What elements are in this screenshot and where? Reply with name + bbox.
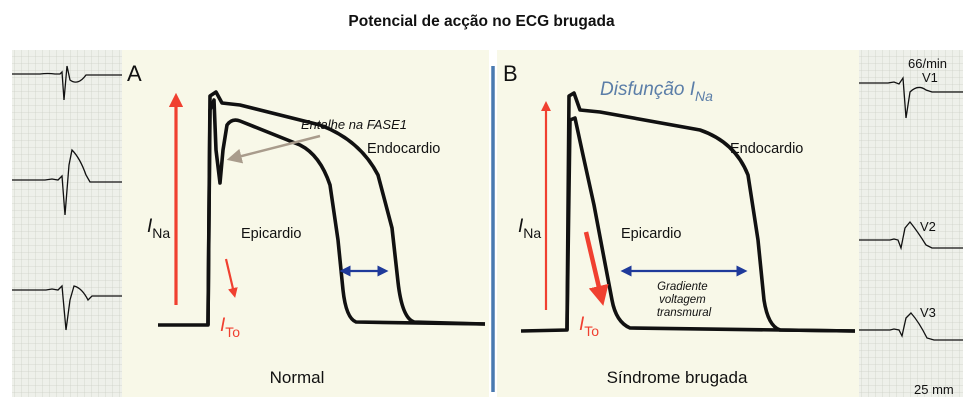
epicardio-label-a: Epicardio [241, 226, 301, 242]
epicardio-label-b: Epicardio [621, 226, 681, 242]
lead-v3-label: V3 [920, 305, 936, 320]
endocardium-ap-curve-b [520, 91, 856, 333]
lead-v1-label: V1 [922, 70, 938, 85]
panel-b-background [497, 50, 859, 397]
ito-arrow-b [583, 231, 609, 306]
ina-label-a: INa [147, 216, 170, 241]
panel-a-background [122, 50, 489, 397]
ito-label-b: ITo [579, 314, 599, 339]
endocardio-label-b: Endocardio [730, 141, 803, 157]
ina-label-b: INa [518, 216, 541, 241]
callout-phase1-notch: Entalhe na FASE1 [301, 117, 407, 132]
ito-arrow-a [224, 258, 238, 298]
lead-v2-label: V2 [920, 219, 936, 234]
ecg-trace-v3 [859, 312, 963, 341]
ecg-trace-left-1 [12, 65, 122, 101]
epicardium-ap-curve-a [158, 98, 486, 327]
ecg-strip-right [859, 50, 963, 397]
panel-b-caption: Síndrome brugada [607, 368, 748, 387]
endocardio-label-a: Endocardio [367, 141, 440, 157]
ecg-trace-left-3 [12, 284, 122, 331]
panel-a-caption: Normal [270, 368, 325, 387]
panel-a-letter: A [127, 61, 142, 86]
endocardium-ap-curve-a [206, 90, 486, 326]
heart-rate-label: 66/min [908, 56, 947, 71]
panel-b-letter: B [503, 61, 518, 86]
paper-speed-label: 25 mm [914, 382, 954, 397]
ecg-trace-left-2 [12, 148, 122, 216]
ecg-strip-left [12, 50, 122, 397]
gradient-label: Gradiente voltagem transmural [657, 281, 712, 319]
ina-dysfunction-label: Disfunção INa [600, 79, 713, 104]
figure-title: Potencial de acção no ECG brugada [348, 13, 615, 30]
ecg-trace-v1 [859, 76, 963, 119]
callout-arrow [226, 134, 321, 164]
ecg-trace-v2 [859, 220, 963, 251]
epicardium-ap-curve-b [565, 116, 856, 333]
ito-label-a: ITo [220, 315, 240, 340]
